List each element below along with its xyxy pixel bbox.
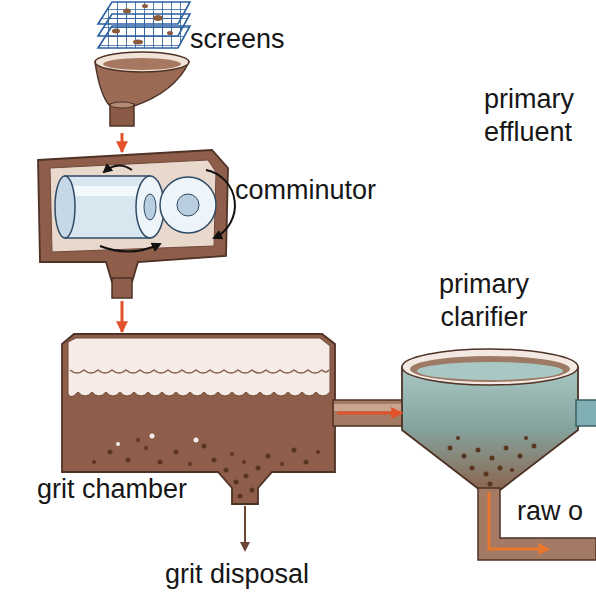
grit-particle bbox=[212, 458, 217, 463]
sludge-pipe bbox=[478, 488, 596, 560]
effluent-pipe bbox=[576, 400, 596, 426]
rotation-arrow bbox=[206, 170, 235, 238]
clarifier-scum-ring bbox=[410, 356, 570, 382]
roller-end bbox=[160, 177, 216, 233]
grit-particle bbox=[238, 494, 243, 499]
sludge-particle bbox=[518, 454, 523, 459]
grit-particle bbox=[230, 452, 234, 456]
grit-particle bbox=[92, 460, 96, 464]
grit-particle bbox=[280, 462, 284, 466]
grit-particle bbox=[188, 462, 192, 466]
sludge-particle bbox=[524, 436, 528, 440]
grit-particle bbox=[242, 460, 246, 464]
flow-arrow bbox=[337, 412, 402, 415]
comminutor-outlet bbox=[112, 278, 132, 298]
grit-particle bbox=[266, 454, 271, 459]
comminutor-cavity bbox=[50, 160, 216, 252]
unit-label: primary clarifier bbox=[419, 268, 549, 334]
grit-particle bbox=[136, 438, 140, 442]
debris bbox=[133, 40, 143, 45]
grit-particle bbox=[126, 458, 131, 463]
debris bbox=[112, 29, 120, 34]
sludge-particle bbox=[490, 456, 495, 461]
grit-particle bbox=[224, 468, 229, 473]
funnel-liquid bbox=[103, 58, 181, 70]
sludge-particle bbox=[498, 466, 503, 471]
grit-particle bbox=[234, 480, 239, 485]
roller-end bbox=[55, 176, 75, 238]
unit-label: grit chamber bbox=[37, 473, 187, 506]
grit-particle bbox=[316, 450, 320, 454]
rotation-arrow bbox=[104, 165, 132, 172]
grit-particle bbox=[108, 450, 113, 455]
process-unit: comminutor bbox=[35, 152, 230, 298]
debris bbox=[153, 15, 163, 21]
grit-particle bbox=[158, 460, 163, 465]
flow-arrow bbox=[121, 133, 124, 152]
roller-hub bbox=[144, 194, 156, 220]
flow-arrow bbox=[121, 301, 124, 332]
sludge-particle bbox=[470, 466, 475, 471]
sludge-particle bbox=[462, 454, 467, 459]
pipe bbox=[333, 400, 404, 426]
sludge-particle bbox=[532, 444, 537, 449]
debris bbox=[167, 31, 173, 35]
grit-particle bbox=[174, 450, 179, 455]
sludge-particle bbox=[504, 446, 509, 451]
grit-particle bbox=[244, 474, 249, 479]
process-unit: screens bbox=[95, 0, 192, 130]
sludge-particle bbox=[488, 482, 493, 487]
sludge-particles bbox=[448, 436, 537, 487]
grit-particle bbox=[144, 446, 148, 450]
flow-label: grit disposal bbox=[165, 558, 309, 591]
grit-particles bbox=[116, 434, 199, 447]
sludge-particle bbox=[510, 468, 514, 472]
debris bbox=[142, 4, 148, 8]
sludge-particle bbox=[484, 472, 489, 477]
unit-label: screens bbox=[190, 23, 285, 56]
sludge-particle bbox=[476, 448, 481, 453]
comminutor-housing bbox=[38, 150, 228, 282]
roller-hub bbox=[177, 194, 199, 216]
disposal-arrow bbox=[244, 506, 246, 550]
unit-label: comminutor bbox=[235, 174, 376, 207]
grit-particle bbox=[256, 466, 261, 471]
funnel-outlet-top bbox=[110, 102, 134, 108]
grit-particle bbox=[304, 460, 309, 465]
funnel-rim bbox=[95, 52, 189, 72]
flow-label: raw o bbox=[517, 495, 583, 528]
pipe-shine bbox=[334, 404, 403, 411]
rotation-arrow bbox=[100, 244, 160, 252]
sludge-particle bbox=[456, 436, 460, 440]
clarifier-water-surface bbox=[417, 362, 563, 380]
grit-particle bbox=[194, 438, 199, 443]
grit-particle bbox=[202, 444, 207, 449]
water-surface bbox=[70, 370, 329, 373]
grit-particle bbox=[250, 488, 255, 493]
grit-particle bbox=[150, 434, 155, 439]
clarifier-rim bbox=[402, 349, 578, 385]
process-unit: grit chamber bbox=[62, 332, 335, 506]
debris bbox=[123, 9, 131, 14]
sludge-particle bbox=[448, 446, 453, 451]
grit-particle bbox=[292, 448, 297, 453]
tank-interior bbox=[68, 338, 330, 397]
screen-grid bbox=[98, 2, 190, 24]
grit-particle bbox=[116, 442, 120, 446]
flow-label: primary effluent bbox=[484, 83, 594, 149]
process-unit: primary clarifier bbox=[402, 349, 578, 495]
